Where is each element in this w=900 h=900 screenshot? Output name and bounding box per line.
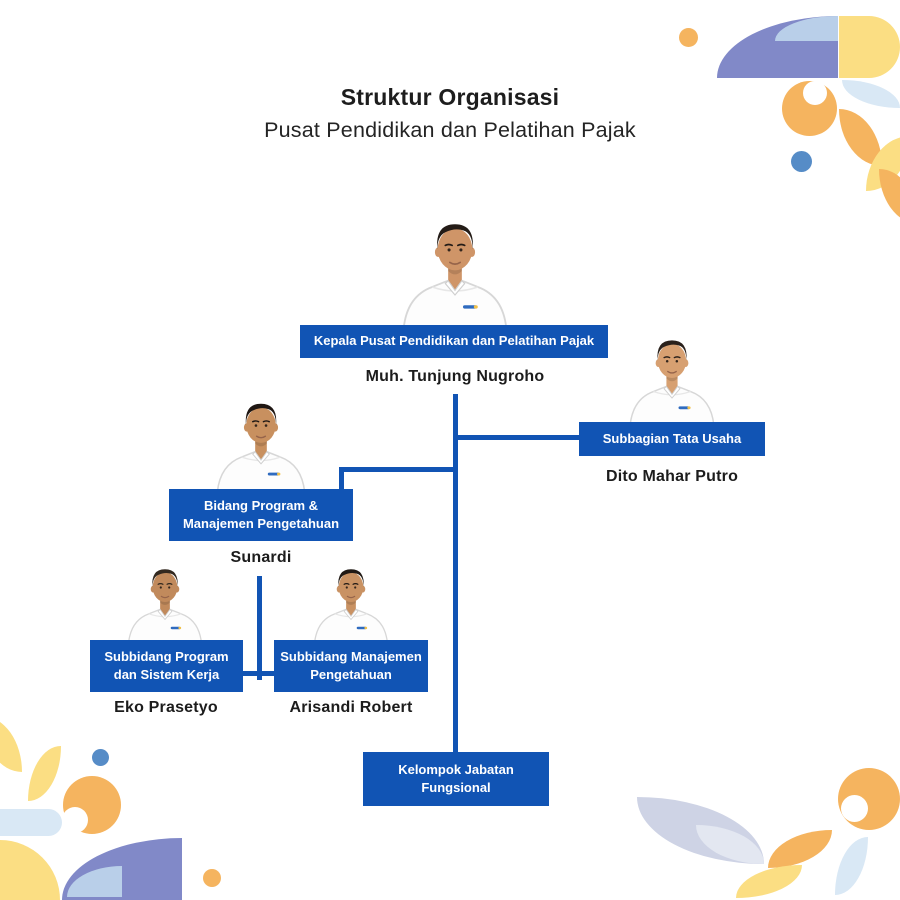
- org-box-subbagian-tata-usaha: Subbagian Tata Usaha: [579, 422, 765, 456]
- org-box-bidang-program: Bidang Program & Manajemen Pengetahuan: [169, 489, 353, 541]
- photo-dito-mahar-putro: [619, 332, 725, 425]
- pacman-bite: [841, 795, 868, 822]
- name-eko-prasetyo: Eko Prasetyo: [114, 699, 218, 716]
- petal-shape: [0, 809, 62, 836]
- quarter-shape: [0, 840, 60, 900]
- name-sunardi: Sunardi: [230, 549, 292, 566]
- name-muh-tunjung-nugroho: Muh. Tunjung Nugroho: [365, 368, 545, 385]
- dot-shape: [791, 151, 812, 172]
- pacman-bite: [62, 807, 88, 833]
- petal-shape: [736, 865, 802, 898]
- photo-muh-tunjung-nugroho: [393, 214, 517, 328]
- dot-shape: [679, 28, 698, 47]
- org-box-subbidang-program: Subbidang Program dan Sistem Kerja: [90, 640, 243, 692]
- photo-eko-prasetyo: [112, 562, 218, 643]
- dot-shape: [203, 869, 221, 887]
- petal-shape: [28, 746, 61, 801]
- photo-sunardi: [203, 395, 319, 492]
- org-box-subbidang-manajemen: Subbidang Manajemen Pengetahuan: [274, 640, 428, 692]
- petal-shape: [696, 825, 764, 864]
- name-arisandi-robert: Arisandi Robert: [289, 699, 413, 716]
- connector-subbidang-bridge: [238, 671, 282, 676]
- photo-arisandi-robert: [300, 562, 402, 643]
- header: Struktur Organisasi Pusat Pendidikan dan…: [0, 84, 900, 143]
- connector-to-bidang-program: [339, 467, 457, 472]
- org-box-kepala-pusat: Kepala Pusat Pendidikan dan Pelatihan Pa…: [300, 325, 608, 358]
- connector-to-tata-usaha: [455, 435, 579, 440]
- quarter-shape: [839, 16, 900, 78]
- petal-shape: [768, 830, 832, 868]
- connector-bidang-drop: [339, 467, 344, 491]
- petal-shape: [879, 169, 900, 224]
- page-subtitle: Pusat Pendidikan dan Pelatihan Pajak: [264, 118, 636, 142]
- page-title: Struktur Organisasi: [340, 84, 560, 110]
- connector-vertical-main: [453, 394, 458, 753]
- petal-shape: [835, 837, 868, 895]
- dot-shape: [92, 749, 109, 766]
- org-box-kelompok-jabatan-fungsional: Kelompok Jabatan Fungsional: [363, 752, 549, 806]
- petal-shape: [775, 16, 838, 41]
- petal-shape: [0, 716, 22, 772]
- name-dito-mahar-putro: Dito Mahar Putro: [605, 468, 739, 485]
- pacman-bite: [803, 81, 827, 105]
- connector-sunardi-drop: [257, 576, 262, 680]
